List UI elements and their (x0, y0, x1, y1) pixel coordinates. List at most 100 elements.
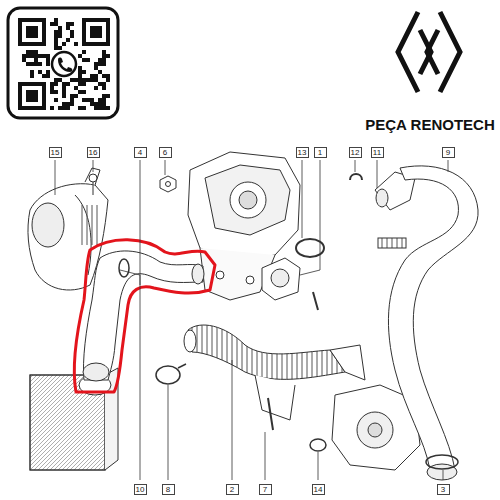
qr-module (74, 78, 78, 82)
qr-module (30, 70, 34, 74)
qr-module (54, 82, 58, 86)
qr-module (70, 34, 74, 38)
qr-module (58, 46, 62, 50)
qr-module (30, 62, 34, 66)
qr-module (42, 54, 46, 58)
qr-module (78, 66, 82, 70)
engine-housing (188, 152, 300, 300)
qr-module (82, 98, 86, 102)
qr-module (42, 74, 46, 78)
qr-module (66, 26, 70, 30)
qr-module (82, 90, 86, 94)
callout-number: 12 (349, 147, 362, 158)
qr-module (82, 58, 86, 62)
qr-module (62, 94, 66, 98)
qr-module (78, 82, 82, 86)
qr-module (98, 102, 102, 106)
qr-module (86, 78, 90, 82)
qr-module (78, 106, 82, 110)
callout-number: 14 (312, 484, 325, 495)
leader-lines (55, 160, 448, 480)
qr-code (20, 18, 110, 110)
qr-module (66, 106, 70, 110)
renault-logo (398, 12, 460, 92)
qr-module (78, 54, 82, 58)
qr-module (90, 74, 94, 78)
qr-module (94, 66, 98, 70)
qr-module (22, 54, 26, 58)
qr-module (106, 74, 110, 78)
qr-module (102, 54, 106, 58)
qr-module (102, 62, 106, 66)
callout-number: 9 (442, 147, 455, 158)
clamp-10 (119, 259, 129, 277)
qr-module (54, 30, 58, 34)
qr-module (70, 78, 74, 82)
qr-finder-core (26, 26, 38, 38)
qr-module (54, 90, 58, 94)
qr-module (102, 98, 106, 102)
qr-module (66, 82, 70, 86)
qr-module (94, 106, 98, 110)
bolt-16 (89, 174, 97, 195)
qr-module (38, 70, 42, 74)
qr-module (30, 54, 34, 58)
qr-module (38, 54, 42, 58)
qr-module (98, 58, 102, 62)
qr-module (50, 106, 54, 110)
qr-module (78, 78, 82, 82)
qr-module (62, 90, 66, 94)
qr-module (102, 82, 106, 86)
qr-module (54, 78, 58, 82)
screw-1 (313, 292, 318, 310)
qr-module (66, 38, 70, 42)
qr-module (62, 102, 66, 106)
qr-module (90, 102, 94, 106)
qr-finder (84, 20, 108, 44)
callout-number: 4 (134, 147, 147, 158)
qr-module (34, 50, 38, 54)
callout-number: 7 (259, 484, 272, 495)
qr-module (46, 62, 50, 66)
qr-module (58, 30, 62, 34)
qr-module (74, 86, 78, 90)
qr-module (106, 94, 110, 98)
qr-finder-core (26, 90, 38, 102)
qr-module (26, 62, 30, 66)
qr-module (50, 22, 54, 26)
qr-module (66, 22, 70, 26)
qr-module (34, 58, 38, 62)
qr-module (102, 94, 106, 98)
qr-module (74, 42, 78, 46)
qr-module (98, 98, 102, 102)
qr-module (94, 78, 98, 82)
qr-finder-core (90, 26, 102, 38)
qr-module (102, 102, 106, 106)
qr-module (106, 78, 110, 82)
callout-number: 3 (437, 484, 450, 495)
qr-module (46, 54, 50, 58)
callout-number: 2 (226, 484, 239, 495)
sensor-unit (262, 258, 300, 300)
qr-module (46, 58, 50, 62)
qr-module (22, 58, 26, 62)
qr-module (62, 106, 66, 110)
qr-module (82, 82, 86, 86)
qr-module (90, 98, 94, 102)
qr-module (26, 54, 30, 58)
qr-module (34, 62, 38, 66)
qr-module (94, 74, 98, 78)
callout-number: 8 (162, 484, 175, 495)
callout-number: 15 (49, 147, 62, 158)
qr-module (54, 38, 58, 42)
qr-module (98, 82, 102, 86)
qr-module (98, 70, 102, 74)
qr-module (62, 86, 66, 90)
qr-module (82, 50, 86, 54)
qr-module (46, 74, 50, 78)
callout-number: 6 (159, 147, 172, 158)
qr-module (62, 42, 66, 46)
bolt-7 (268, 398, 273, 430)
